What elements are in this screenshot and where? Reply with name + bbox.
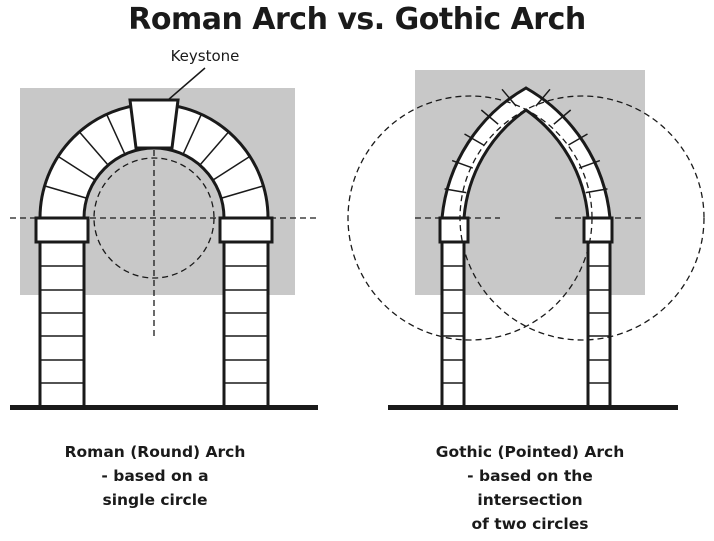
keystone-pointer: [167, 67, 206, 101]
voussoir-joint: [105, 113, 126, 155]
roman-keystone: [128, 98, 180, 150]
roman-right-pier: [218, 216, 274, 410]
gothic-left-construction-circle: [347, 95, 593, 341]
roman-caption: Roman (Round) Arch - based on a single c…: [30, 440, 280, 512]
roman-caption-line: single circle: [102, 491, 208, 509]
gothic-caption-line: - based on the: [467, 467, 593, 485]
gothic-caption-line: of two circles: [471, 515, 589, 533]
voussoir-joint: [57, 155, 96, 181]
voussoir-joint: [182, 113, 203, 155]
diagram-title: Roman Arch vs. Gothic Arch: [128, 2, 586, 37]
roman-caption-line: Roman (Round) Arch: [64, 443, 246, 461]
voussoir-joint: [535, 88, 551, 107]
voussoir-joint: [451, 159, 474, 169]
gothic-arch: [347, 70, 705, 410]
voussoir-joint: [78, 131, 109, 166]
voussoir-joint: [480, 109, 499, 125]
voussoir-joint: [568, 133, 588, 146]
voussoir-joint: [212, 155, 251, 181]
voussoir-joint: [44, 185, 88, 199]
roman-ground-line: [10, 405, 318, 410]
roman-arch-ring: [38, 102, 270, 220]
keystone-label: Keystone: [170, 47, 240, 65]
voussoir-joint: [553, 109, 572, 125]
voussoir-joint: [199, 131, 230, 166]
roman-left-pier: [34, 216, 90, 410]
gothic-caption: Gothic (Pointed) Arch - based on the int…: [395, 440, 665, 536]
gothic-caption-line: Gothic (Pointed) Arch: [435, 443, 625, 461]
voussoir-joint: [501, 88, 517, 107]
roman-arch: [10, 67, 318, 410]
voussoir-joint: [444, 188, 467, 194]
gothic-ground-line: [388, 405, 678, 410]
voussoir-joint: [578, 159, 601, 169]
roman-caption-line: - based on a: [101, 467, 209, 485]
voussoir-joint: [220, 185, 264, 199]
voussoir-joint: [464, 133, 484, 146]
gothic-caption-line: intersection: [477, 491, 583, 509]
gothic-right-pier: [582, 216, 614, 410]
